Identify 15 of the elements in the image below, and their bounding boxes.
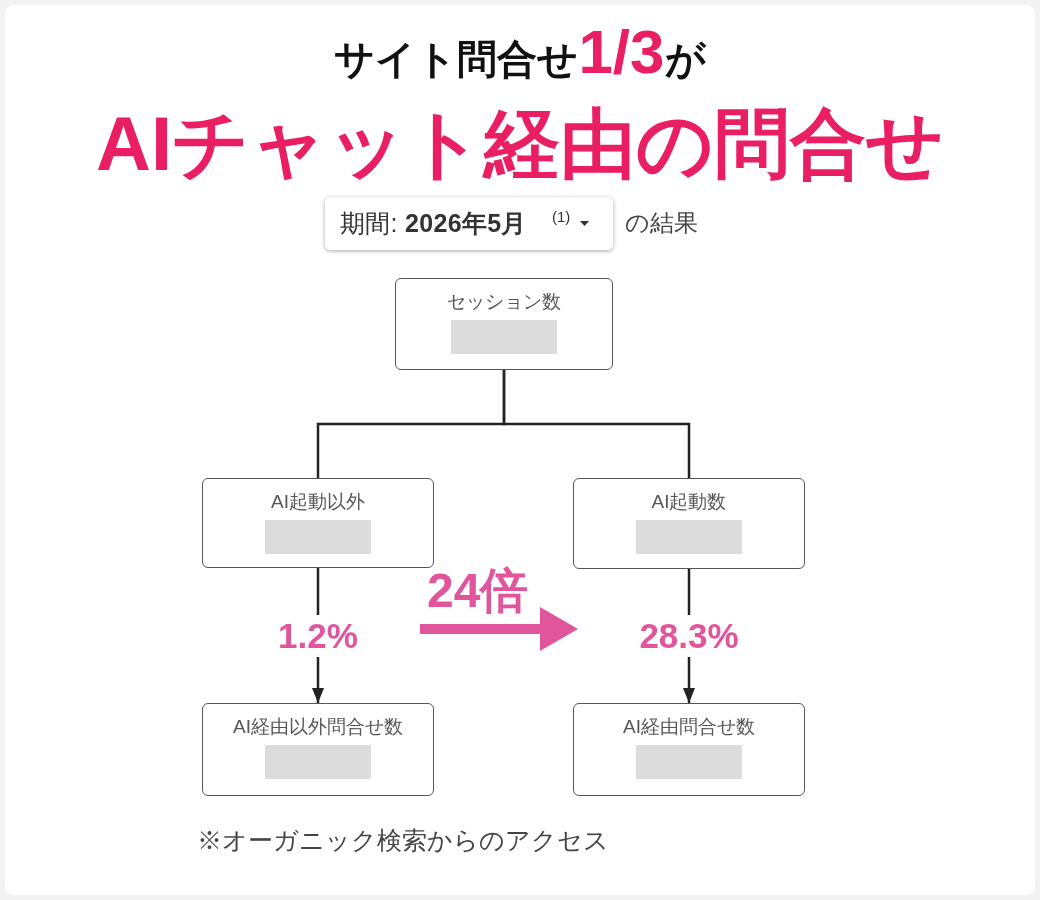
suffix-text: の結果 [625, 208, 698, 238]
box-label: AI経由問合せ数 [623, 716, 755, 738]
box-label: AI経由以外問合せ数 [233, 716, 403, 738]
metric-box [202, 703, 434, 796]
ratio-label: 24倍 [427, 566, 529, 616]
connector-line [502, 370, 691, 478]
box-label: AI起動数 [651, 491, 727, 513]
metric-box [395, 278, 613, 370]
metric-box [202, 478, 434, 568]
footnote: ※オーガニック検索からのアクセス [197, 825, 609, 855]
box-label: セッション数 [447, 291, 561, 313]
metric-box [573, 478, 805, 569]
heading: サイト問合せ1/3が AIチャット経由の問合せ [95, 16, 945, 187]
metric-box [573, 703, 805, 796]
box-label: AI起動以外 [271, 491, 365, 513]
